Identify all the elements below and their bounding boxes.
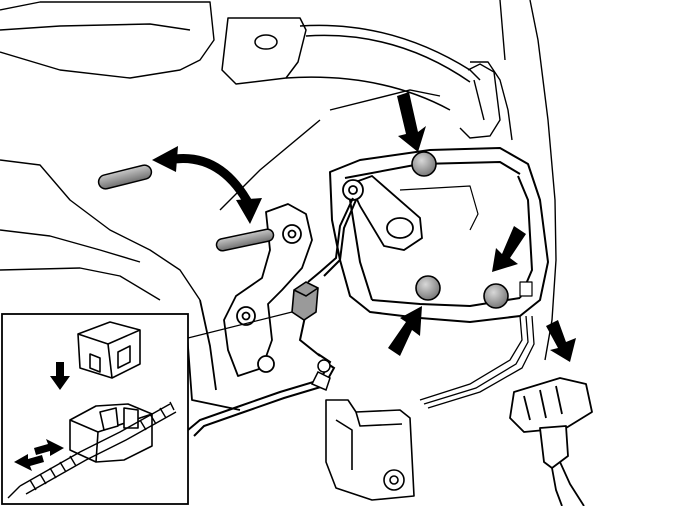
inset-slide-arrows [14,439,64,471]
direction-arrows [388,92,576,362]
harness-clip [291,281,319,321]
arrow-lower-bolt [388,306,422,356]
inset-detail [1,311,293,505]
corrugated-wire-loom [7,401,177,499]
bolt-lower-right [483,283,509,309]
pin-movement-arrow [152,146,262,224]
locking-pin-loose [97,164,153,190]
window-guide-rail [219,63,501,211]
wiring-harness [187,197,357,437]
inset-down-arrow [50,362,70,390]
door-frame-outline [0,0,557,361]
actuator-mounting-bolts [411,151,509,309]
bolt-lower-left [415,275,441,301]
arrow-disconnect-plug [546,320,576,362]
locking-pin-installed [215,228,275,252]
electrical-connector-plug [509,377,593,506]
bolt-top [411,151,437,177]
arrow-top-bolt [397,92,426,152]
arrow-right-bolt [492,226,526,272]
lower-bracket [325,399,415,501]
clip-cover [77,321,141,379]
actuator-cable [419,315,535,409]
inset-leader-line [187,311,293,339]
ring-terminal [310,359,331,392]
upper-mounting-bracket [221,17,481,111]
latch-mechanism [185,203,313,411]
